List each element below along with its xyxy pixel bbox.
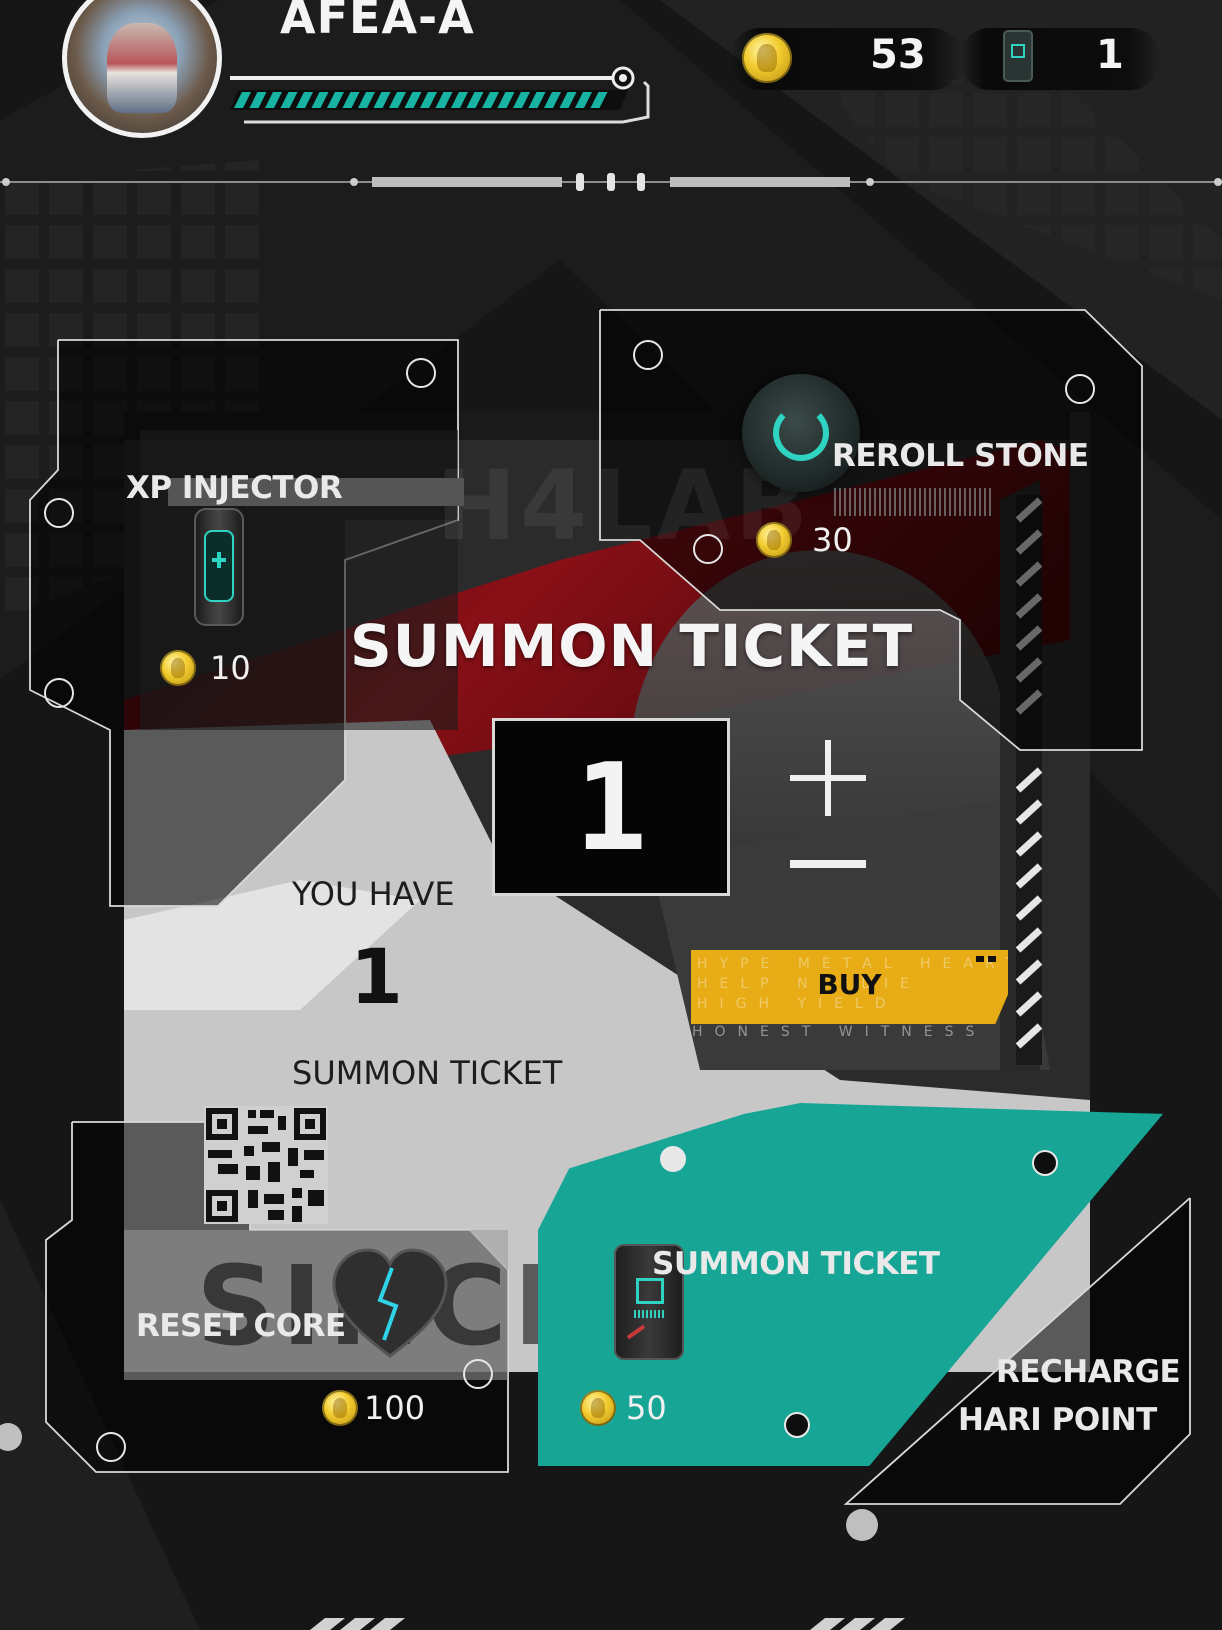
buy-button-label: BUY [817, 968, 882, 1001]
buy-tagline-3: HIGH YIELD [697, 996, 898, 1012]
qr-code [204, 1106, 328, 1224]
recharge-button[interactable]: RECHARGE HARI POINT [930, 1340, 1186, 1450]
avatar[interactable] [62, 0, 222, 138]
xp-stripe [513, 92, 530, 108]
reset-core-coin-icon [322, 1390, 358, 1426]
reroll-stone-barcode [834, 488, 994, 516]
xp-injector-coin-icon [160, 650, 196, 686]
xp-progress-fill [234, 92, 608, 108]
xp-stripe [497, 92, 515, 108]
reroll-stone-price: 30 [812, 521, 853, 559]
xp-injector-price: 10 [210, 649, 251, 687]
summon-ticket-icon [614, 1244, 684, 1360]
you-have-label: YOU HAVE [292, 875, 455, 913]
summon-ticket-label: SUMMON TICKET [652, 1246, 940, 1282]
xp-injector-card[interactable]: XP INJECTOR 10 [58, 340, 464, 730]
quantity-value: 1 [574, 739, 648, 878]
reroll-stone-card[interactable]: REROLL STONE 30 [600, 310, 1142, 610]
increase-button[interactable] [790, 740, 866, 816]
frame-hole [463, 1359, 493, 1389]
ticket-bar-bg [960, 28, 1160, 90]
xp-stripe [420, 92, 437, 108]
xp-stripe [435, 92, 453, 108]
buy-tagline-1: HYPE METAL HEART [697, 956, 1027, 972]
reroll-stone-icon [742, 374, 860, 492]
frame-hole [633, 340, 663, 370]
frame-hole [44, 678, 74, 708]
summon-ticket-price: 50 [626, 1389, 667, 1427]
xp-stripe [358, 92, 375, 108]
frame-hole [96, 1432, 126, 1462]
xp-stripe [296, 92, 313, 108]
xp-stripe [528, 92, 546, 108]
reroll-stone-label: REROLL STONE [832, 438, 1089, 474]
xp-stripe [544, 92, 561, 108]
xp-stripe [404, 92, 422, 108]
xp-injector-label-bg [168, 478, 464, 506]
recharge-label-line1: RECHARGE [996, 1354, 1181, 1390]
buy-button[interactable]: HYPE METAL HEART HELP NEEDIE HIGH YIELD … [691, 950, 1008, 1024]
xp-stripe [327, 92, 344, 108]
xp-stripe [280, 92, 298, 108]
xp-injector-label: XP INJECTOR [126, 470, 343, 506]
xp-stripe [482, 92, 499, 108]
summon-ticket-coin-icon [580, 1390, 616, 1426]
coin-icon [742, 33, 792, 83]
ticket-icon [1003, 30, 1033, 82]
owned-unit-label: SUMMON TICKET [292, 1054, 563, 1092]
reset-core-card[interactable]: RESET CORE 100 [46, 1230, 508, 1472]
detail-title: SUMMON TICKET [350, 612, 914, 680]
buy-tagline-2: HELP NEEDIE [697, 976, 921, 992]
xp-bar [230, 66, 650, 124]
xp-stripe [559, 92, 577, 108]
xp-injector-icon [194, 508, 244, 626]
coin-count: 53 [870, 32, 926, 78]
player-name: AFEA-A [280, 0, 475, 44]
xp-stripe [342, 92, 360, 108]
xp-stripe [389, 92, 406, 108]
watermark: H4LAB [436, 450, 812, 562]
frame-hole [660, 1146, 686, 1172]
quantity-display: 1 [492, 718, 730, 896]
xp-stripe [451, 92, 468, 108]
buy-tagline-4: HONEST WITNESS [692, 1024, 987, 1040]
xp-stripe [311, 92, 329, 108]
xp-stripe [234, 92, 251, 108]
owned-count: 1 [350, 932, 403, 1021]
recharge-label-line2: HARI POINT [958, 1402, 1157, 1438]
frame-hole [44, 498, 74, 528]
xp-stripe [249, 92, 267, 108]
frame-hole [1065, 374, 1095, 404]
xp-stripe [590, 92, 608, 108]
reset-core-icon [328, 1244, 452, 1364]
xp-stripe [373, 92, 391, 108]
frame-hole [693, 534, 723, 564]
frame-hole [784, 1412, 810, 1438]
frame-hole [1032, 1150, 1058, 1176]
reset-core-price: 100 [364, 1389, 426, 1427]
reset-core-label: RESET CORE [136, 1308, 346, 1344]
decrease-button[interactable] [790, 850, 866, 880]
xp-stripe [265, 92, 282, 108]
ticket-count: 1 [1096, 32, 1124, 78]
xp-stripe [575, 92, 592, 108]
frame-hole [406, 358, 436, 388]
reroll-stone-coin-icon [756, 522, 792, 558]
xp-stripe [466, 92, 484, 108]
